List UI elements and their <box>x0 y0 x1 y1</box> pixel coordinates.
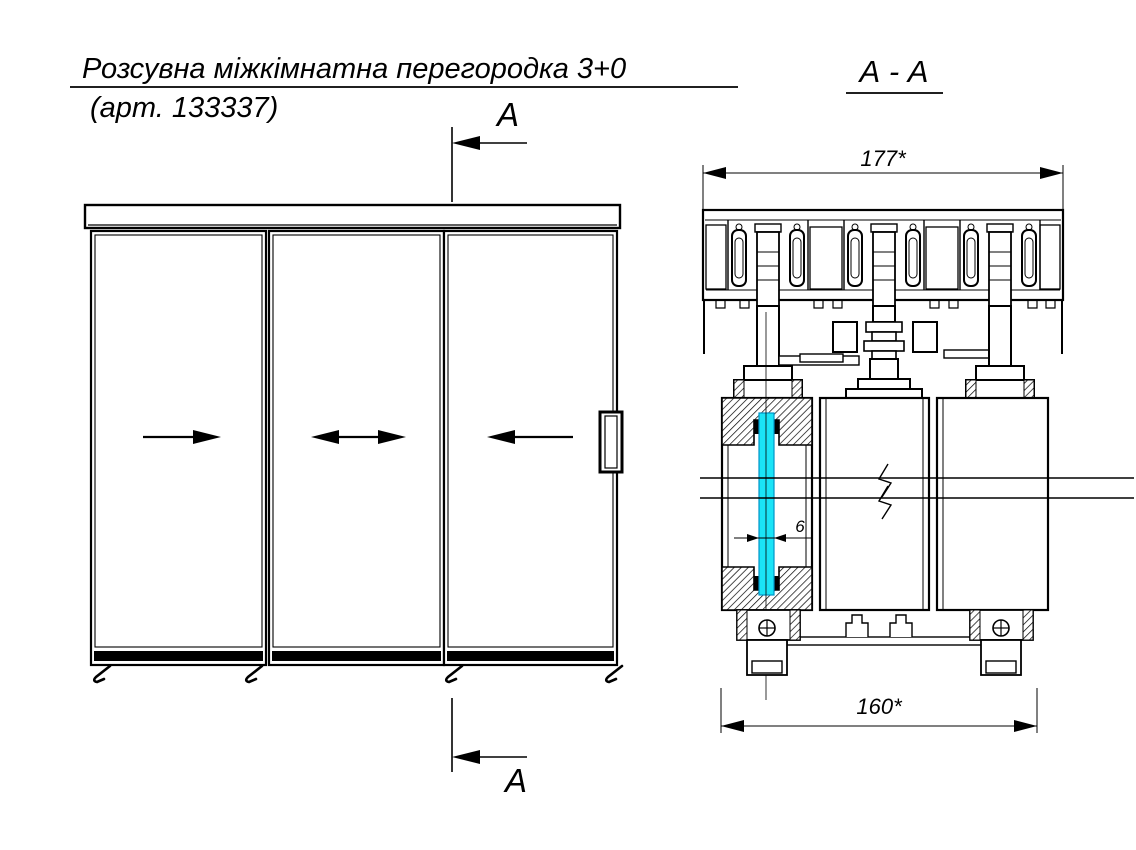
arrow-left-right-icon <box>311 430 406 444</box>
roller-carriage-right <box>959 220 1041 307</box>
bottom-rail <box>94 651 263 661</box>
bottom-plate <box>786 636 995 646</box>
section-title: А - А <box>858 54 929 89</box>
panel-2 <box>267 229 446 667</box>
arrow-right-icon <box>143 430 221 444</box>
section-panels <box>720 396 1050 612</box>
hanger-right <box>965 305 1035 399</box>
foot-icon <box>604 664 624 684</box>
foot-icon <box>92 664 112 684</box>
panel-section-right <box>935 396 1050 612</box>
front-view <box>83 203 624 684</box>
dim-arrow-icon <box>721 720 744 732</box>
glass-pane <box>758 412 775 596</box>
spacer-block <box>832 321 858 353</box>
gasket <box>774 420 779 434</box>
door-handle <box>598 410 624 474</box>
panel-section-middle <box>818 396 931 612</box>
drawing-title: Розсувна міжкімнатна перегородка 3+0 <box>82 53 626 85</box>
arrow-left-icon <box>487 430 573 444</box>
dim-arrow-icon <box>1014 720 1037 732</box>
spacer-block <box>912 321 938 353</box>
dimension-bottom-width: 160* <box>720 688 1038 733</box>
foot-icon <box>444 664 464 684</box>
bottom-rail <box>447 651 614 661</box>
roller-carriages <box>727 220 1041 307</box>
dimension-track-width: 177* <box>702 146 1064 210</box>
track-teeth <box>715 300 1056 309</box>
cut-label-top: А <box>495 96 519 133</box>
hanger-bolt <box>988 231 1012 307</box>
glass-panel-section <box>720 396 814 612</box>
floor-guide-feet <box>92 664 624 684</box>
hanger-assemblies <box>733 305 1035 399</box>
break-lines <box>700 463 1134 520</box>
gasket <box>754 576 759 590</box>
cut-arrow-left-icon <box>452 136 480 150</box>
dim-text-6: 6 <box>795 517 805 536</box>
hanger-middle <box>799 305 991 399</box>
panel-1 <box>89 229 268 667</box>
panel-3 <box>442 229 624 667</box>
section-view: 177* <box>700 146 1134 733</box>
break-zigzag-icon <box>877 463 893 498</box>
cut-arrow-left-icon <box>452 750 480 764</box>
gasket <box>774 576 779 590</box>
hanger-bolt <box>872 231 896 307</box>
dim-arrow-icon <box>774 534 786 542</box>
break-zigzag-icon <box>877 485 893 520</box>
guide-clip <box>889 614 913 637</box>
foot-icon <box>244 664 264 684</box>
dim-text-160: 160* <box>856 694 903 719</box>
gasket <box>754 420 759 434</box>
cut-label-bottom: А <box>503 762 527 799</box>
guide-foot-right <box>969 609 1034 676</box>
article-number: (арт. 133337) <box>90 92 278 124</box>
top-track-header <box>83 203 622 230</box>
bottom-rail <box>272 651 441 661</box>
dim-arrow-icon <box>747 534 759 542</box>
title-block: Розсувна міжкімнатна перегородка 3+0 (ар… <box>70 53 943 124</box>
dim-arrow-icon <box>703 167 726 179</box>
guide-foot-left <box>736 609 801 676</box>
roller-carriage-middle <box>843 220 925 307</box>
dim-text-177: 177* <box>860 146 907 171</box>
hanger-bolt <box>756 231 780 307</box>
cut-marker-top: А <box>451 96 527 202</box>
cut-marker-bottom: А <box>451 698 527 799</box>
dim-arrow-icon <box>1040 167 1063 179</box>
dimension-glass-thickness: 6 <box>734 517 812 542</box>
roller-carriage-left <box>727 220 809 307</box>
bottom-guide-assembly <box>736 609 1034 676</box>
guide-clip <box>845 614 869 637</box>
